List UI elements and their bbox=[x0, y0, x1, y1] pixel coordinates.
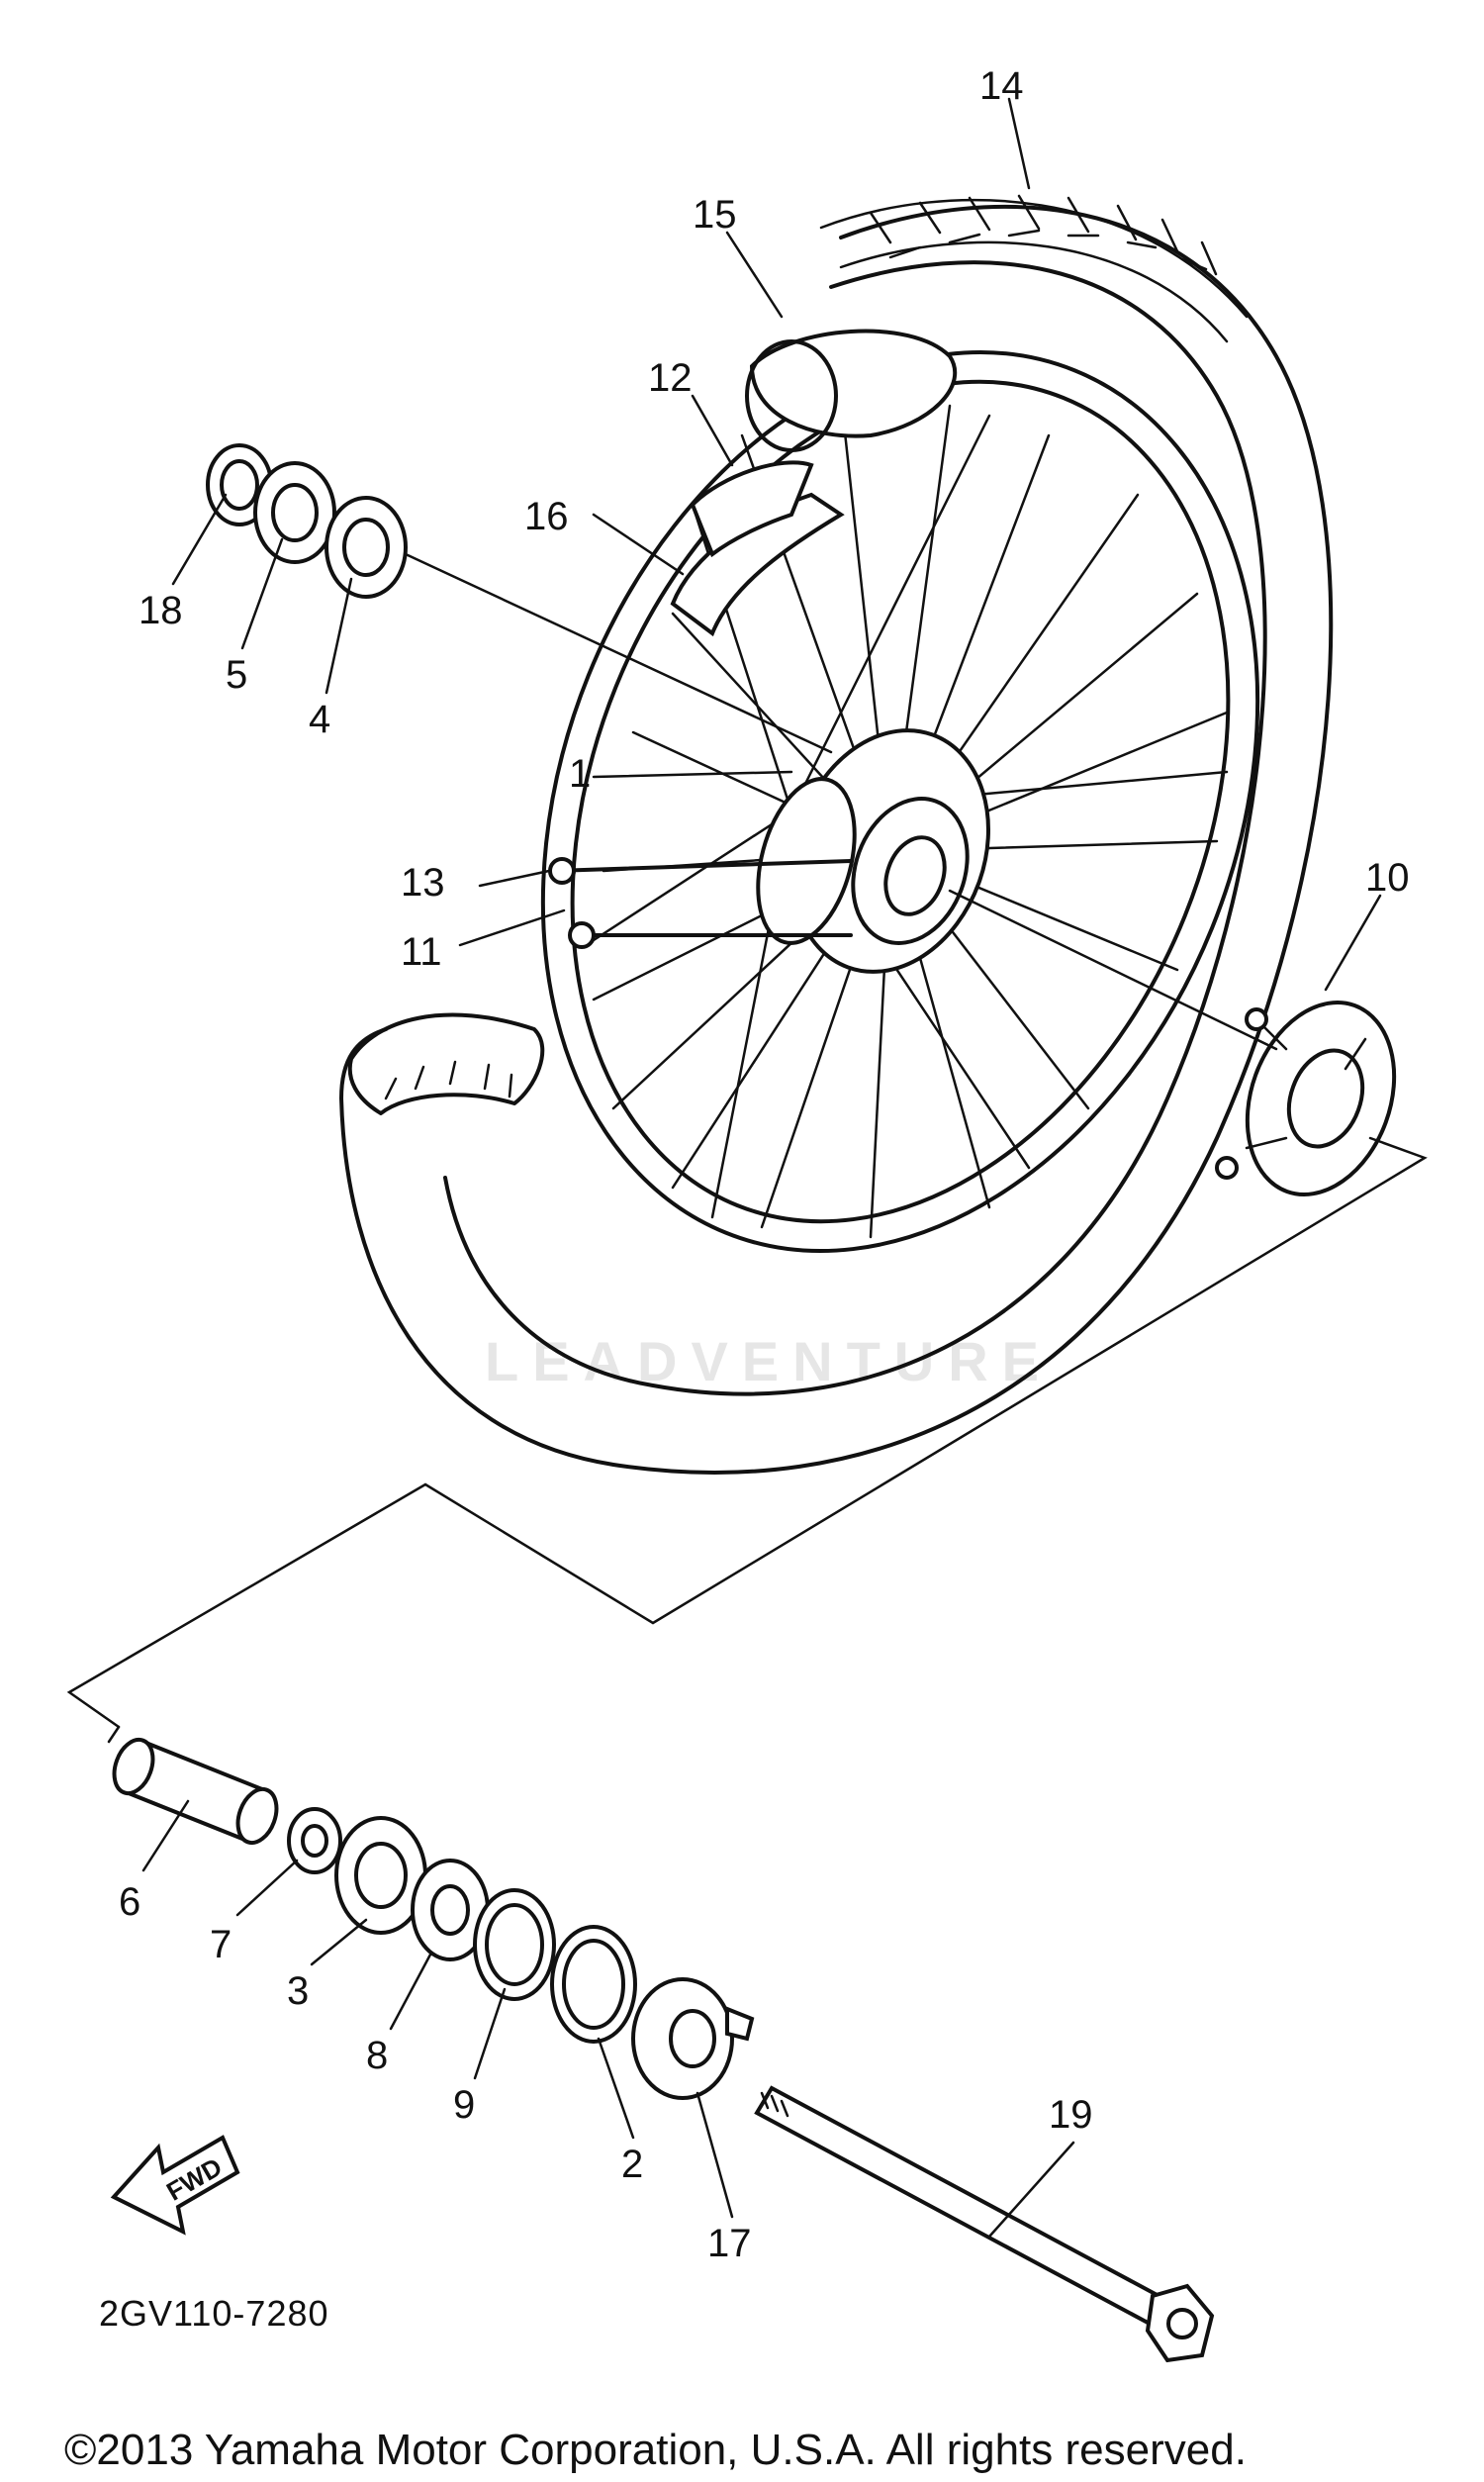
diagram-code: 2GV110-7280 bbox=[99, 2293, 329, 2334]
callout-3: 3 bbox=[287, 1969, 309, 2013]
callout-15: 15 bbox=[693, 193, 737, 237]
callout-9: 9 bbox=[453, 2083, 475, 2127]
fwd-arrow: FWD bbox=[110, 2135, 240, 2236]
collar-6 bbox=[112, 1737, 279, 1846]
leader-lines bbox=[141, 97, 1382, 2239]
watermark: LEADVENTURE bbox=[485, 1330, 1053, 1392]
callout-4: 4 bbox=[309, 698, 330, 741]
rim bbox=[540, 349, 1260, 1254]
callout-12: 12 bbox=[648, 356, 693, 400]
wheel-assembly bbox=[339, 194, 1397, 1475]
callout-18: 18 bbox=[139, 589, 183, 632]
bearing-4 bbox=[325, 496, 408, 599]
gear-unit-17 bbox=[631, 1977, 755, 2100]
tire bbox=[339, 204, 1334, 1475]
hub-cover-10 bbox=[1215, 1001, 1397, 1196]
oil-seal-9 bbox=[473, 1888, 556, 2001]
assembly-outline bbox=[66, 1136, 1428, 1729]
callout-19: 19 bbox=[1049, 2093, 1093, 2137]
copyright-notice: ©2013 Yamaha Motor Corporation, U.S.A. A… bbox=[64, 2426, 1247, 2474]
oil-seal-2 bbox=[550, 1925, 637, 2044]
oil-seal-5 bbox=[253, 461, 336, 564]
rim-band bbox=[670, 492, 845, 637]
callout-7: 7 bbox=[210, 1923, 232, 1966]
callout-16: 16 bbox=[524, 495, 569, 538]
callout-14: 14 bbox=[979, 64, 1024, 108]
callout-1: 1 bbox=[569, 752, 591, 796]
callout-2: 2 bbox=[621, 2143, 643, 2186]
nut-7 bbox=[287, 1807, 342, 1874]
tire-tread bbox=[819, 194, 1249, 343]
callout-5: 5 bbox=[226, 653, 247, 697]
rim-flap bbox=[690, 460, 814, 558]
retainer-8 bbox=[411, 1859, 490, 1961]
callout-11: 11 bbox=[401, 930, 442, 974]
axle-19 bbox=[754, 2085, 1215, 2363]
inner-tube bbox=[749, 329, 958, 438]
callout-17: 17 bbox=[707, 2222, 752, 2265]
callout-10: 10 bbox=[1365, 856, 1410, 900]
callout-6: 6 bbox=[119, 1880, 140, 1924]
callout-13: 13 bbox=[401, 861, 445, 905]
callout-8: 8 bbox=[366, 2034, 388, 2077]
